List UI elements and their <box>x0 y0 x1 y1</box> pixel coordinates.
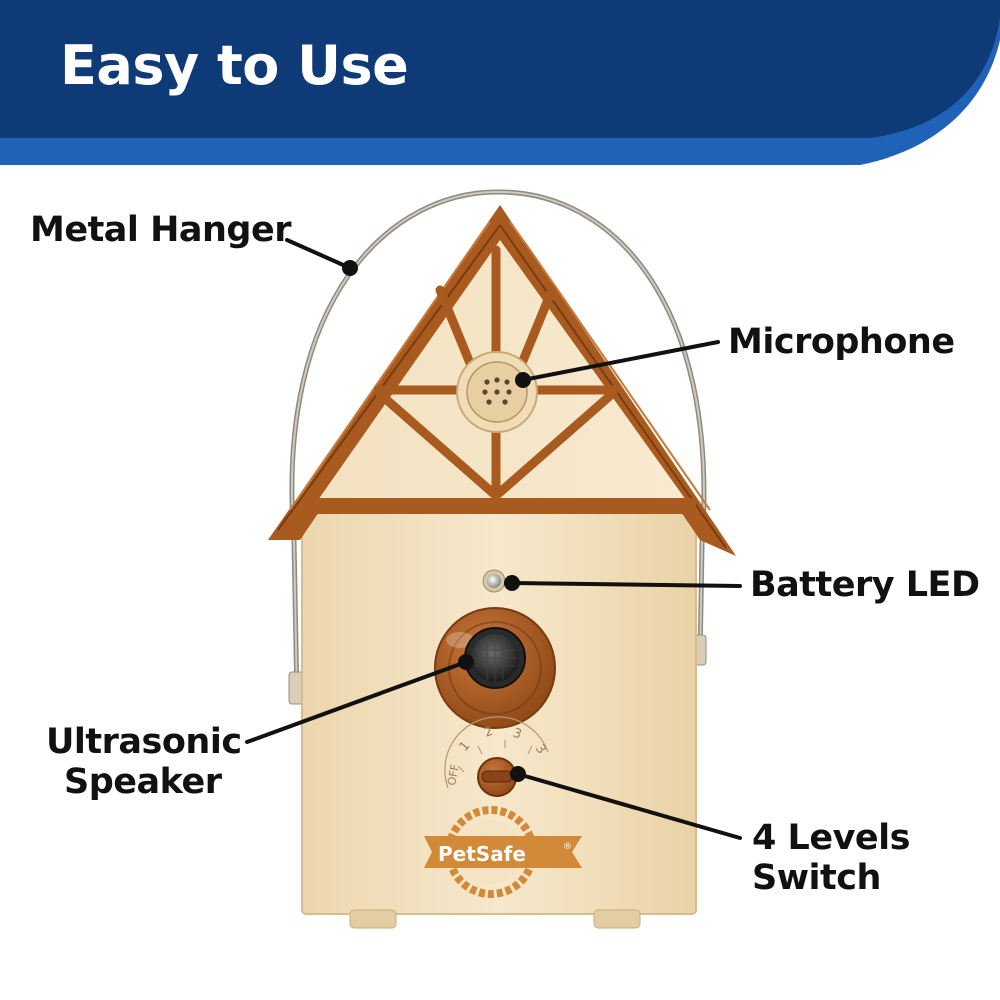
callout-microphone <box>521 340 720 382</box>
brand-registered-mark: ® <box>563 842 572 852</box>
callout-speaker <box>245 660 468 744</box>
label-speaker-line1: Ultrasonic <box>46 722 242 762</box>
label-microphone: Microphone <box>728 322 955 362</box>
callout-led <box>510 581 742 588</box>
label-ultrasonic-speaker: Ultrasonic Speaker <box>46 722 242 802</box>
header-banner <box>0 0 1000 165</box>
label-microphone-text: Microphone <box>728 322 955 362</box>
label-switch-line1: 4 Levels <box>752 818 910 858</box>
speaker-grille-icon <box>434 607 556 729</box>
label-battery-led-text: Battery LED <box>750 565 980 605</box>
left-foot <box>349 909 397 929</box>
microphone-grille-icon <box>456 351 538 433</box>
page-title: Easy to Use <box>60 34 409 97</box>
label-speaker-line2: Speaker <box>64 762 222 802</box>
label-switch-line2: Switch <box>752 858 881 898</box>
callout-dots <box>342 260 531 782</box>
callout-lines <box>245 238 742 840</box>
brand-name: PetSafe <box>438 842 526 866</box>
label-metal-hanger: Metal Hanger <box>30 210 291 250</box>
callout-switch <box>516 772 742 840</box>
levels-switch: OFF 1 2 3 3 <box>444 716 549 797</box>
petsafe-logo: PetSafe ® <box>424 806 582 898</box>
right-foot <box>593 909 641 929</box>
callout-hanger <box>285 238 352 270</box>
label-battery-led: Battery LED <box>750 565 980 605</box>
dial-label-off: OFF <box>445 763 462 786</box>
label-levels-switch: 4 Levels Switch <box>752 818 910 898</box>
led-indicator-icon <box>482 569 506 593</box>
label-metal-hanger-text: Metal Hanger <box>30 210 291 250</box>
